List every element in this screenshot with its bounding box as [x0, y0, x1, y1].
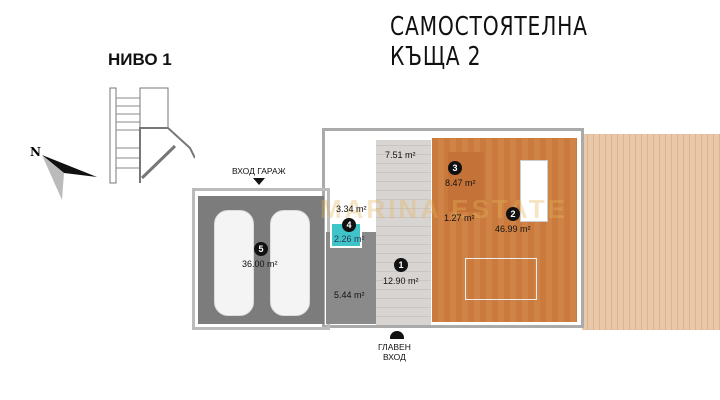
terrace [582, 134, 720, 330]
room-area-5: 36.00 m² [242, 259, 278, 269]
exterior-stairs [109, 87, 195, 184]
compass-icon [42, 155, 97, 200]
garage [198, 196, 324, 324]
room-number-4: 4 [342, 218, 356, 232]
pantry-area: 1.27 m² [444, 213, 475, 223]
room-area-2: 46.99 m² [495, 224, 531, 234]
room-number-3: 3 [448, 161, 462, 175]
room-area-3: 8.47 m² [445, 178, 476, 188]
room-number-5: 5 [254, 242, 268, 256]
garage-entry-label: ВХОД ГАРАЖ [232, 166, 286, 176]
sofa-set [465, 258, 537, 300]
storage-area: 7.51 m² [385, 150, 416, 160]
room-area-1: 12.90 m² [383, 276, 419, 286]
north-label: N [30, 145, 41, 159]
arrow-down-icon [253, 178, 265, 185]
hall-area: 3.34 m² [336, 204, 367, 214]
watermark: MARINA ESTATE [320, 194, 568, 224]
dining-table [520, 160, 548, 222]
entry-marker [390, 331, 404, 339]
staircase [376, 140, 431, 325]
level-label: НИВО 1 [108, 50, 172, 69]
main-entry-line2: ВХОД [382, 352, 406, 362]
corridor-area: 5.44 m² [334, 290, 365, 300]
room-area-4: 2.26 m² [334, 234, 365, 244]
room-number-2: 2 [506, 207, 520, 221]
car-icon [214, 210, 254, 316]
plan-title: САМОСТОЯТЕЛНА КЪЩА 2 [390, 12, 588, 72]
room-number-1: 1 [394, 258, 408, 272]
main-entry-line1: ГЛАВЕН [378, 342, 411, 352]
car-icon [270, 210, 310, 316]
